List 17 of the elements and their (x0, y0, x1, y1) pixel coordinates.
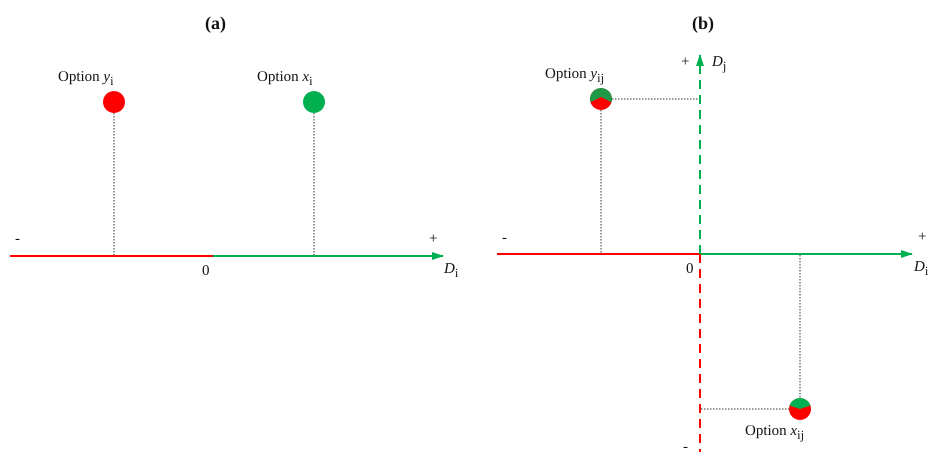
axis-label: D$_{j}$ (712, 53, 726, 75)
panel-label: (b) (692, 14, 714, 32)
option-label: Option x$_{ij}$ (745, 422, 804, 444)
sign-label: + (429, 230, 438, 248)
sign-label: + (681, 53, 690, 71)
origin-label: 0 (202, 262, 210, 280)
option-label: Option y$_{ij}$ (545, 65, 604, 87)
axis-label: D$_{i}$ (444, 260, 458, 282)
axis-label: D$_{i}$ (914, 258, 928, 280)
panel-label: (a) (205, 14, 226, 32)
sign-label: + (918, 228, 926, 246)
origin-label: 0 (686, 260, 694, 278)
sign-label: - (15, 230, 20, 248)
sign-label: - (502, 229, 507, 247)
sign-label: - (683, 438, 688, 452)
option-label: Option x$_{i}$ (257, 68, 313, 90)
option-label: Option y$_{i}$ (58, 68, 114, 90)
